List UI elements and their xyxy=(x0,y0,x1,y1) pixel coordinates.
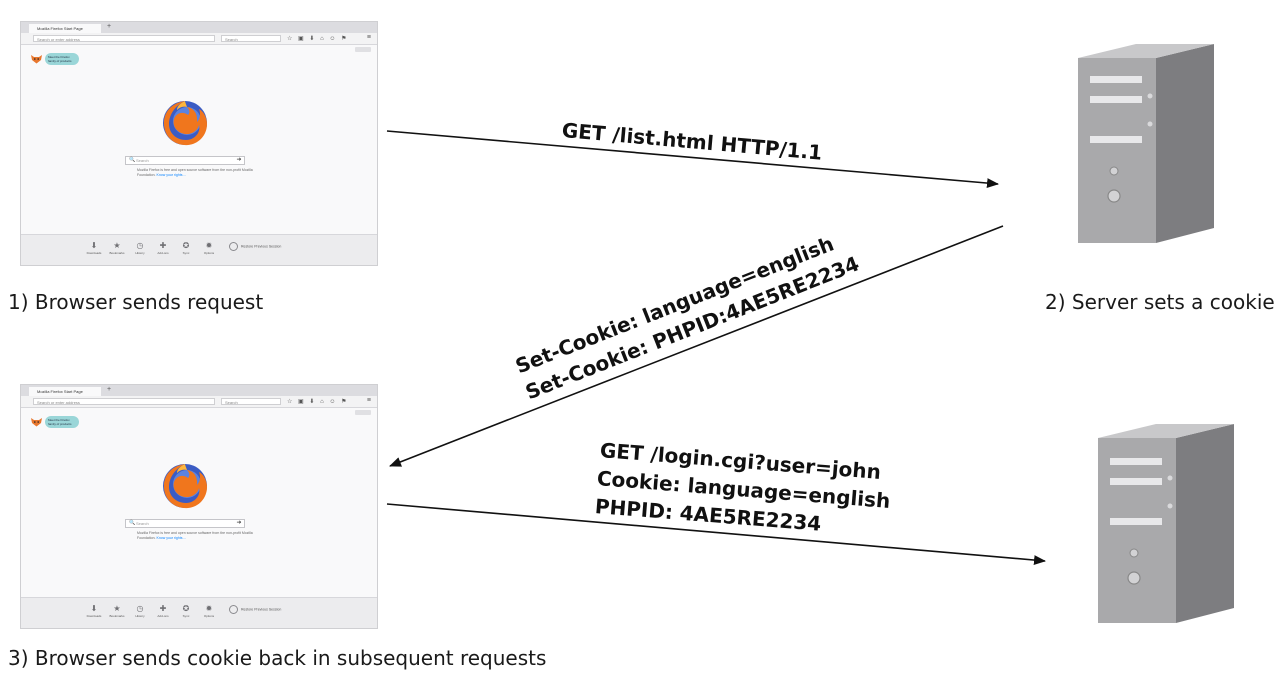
puzzle-icon: ✚ xyxy=(159,241,167,250)
arrow-request-2 xyxy=(386,503,1046,566)
gear-icon: ✹ xyxy=(205,241,213,250)
launcher-history-button[interactable]: ◷History xyxy=(129,241,151,255)
page-search-placeholder: Search xyxy=(136,158,149,163)
arrow-request-1 xyxy=(386,130,999,189)
search-icon: 🔍 xyxy=(129,520,136,526)
launcher-item-label: Add-ons xyxy=(157,251,169,255)
clock-icon: ◷ xyxy=(136,604,144,613)
tab-bar: Mozilla Firefox Start Page + xyxy=(21,22,377,33)
launcher-item-label: Bookmarks xyxy=(109,251,125,255)
url-bar[interactable]: Search or enter address xyxy=(33,35,215,42)
tab-bar: Mozilla Firefox Start Page + xyxy=(21,385,377,396)
nav-toolbar: Search or enter address Search ☆ ▣ ⬇ ⌂ ☺… xyxy=(21,33,377,45)
sync-icon: ✪ xyxy=(182,604,190,613)
launcher-item-label: Downloads xyxy=(86,251,102,255)
launcher-item-label: Bookmarks xyxy=(109,614,125,618)
browser-screenshot-bottom: Mozilla Firefox Start Page + Search or e… xyxy=(20,384,378,629)
toolbar-icons[interactable]: ☆ ▣ ⬇ ⌂ ☺ ⚑ xyxy=(287,399,349,405)
page-search-input[interactable]: 🔍 Search xyxy=(125,519,245,528)
launcher-history-button[interactable]: ◷History xyxy=(129,604,151,618)
server-bottom xyxy=(1098,424,1234,623)
browser-tab[interactable]: Mozilla Firefox Start Page xyxy=(29,24,101,33)
toolbar-search-input[interactable]: Search xyxy=(221,35,281,42)
restore-label: Restore Previous Session xyxy=(241,607,282,612)
star-icon: ★ xyxy=(113,241,121,250)
settings-gear-icon[interactable] xyxy=(355,47,371,52)
firefox-logo-icon xyxy=(163,464,207,509)
launcher-footer: ⬇Downloads ★Bookmarks ◷History ✚Add-ons … xyxy=(21,234,377,265)
caption-browser-sends-request: 1) Browser sends request xyxy=(8,290,264,314)
about-description: Mozilla Firefox is free and open source … xyxy=(137,168,253,177)
browser-screenshot-top: Mozilla Firefox Start Page + Search or e… xyxy=(20,21,378,266)
browser-tab[interactable]: Mozilla Firefox Start Page xyxy=(29,387,101,396)
puzzle-icon: ✚ xyxy=(159,604,167,613)
launcher-item-label: Sync xyxy=(182,251,190,255)
fox-head-icon xyxy=(31,418,42,427)
launcher-item-label: Downloads xyxy=(86,614,102,618)
launcher-item-label: Add-ons xyxy=(157,614,169,618)
search-go-arrow-icon[interactable]: ➜ xyxy=(236,520,242,526)
clock-icon: ◷ xyxy=(136,241,144,250)
launcher-footer: ⬇Downloads ★Bookmarks ◷History ✚Add-ons … xyxy=(21,597,377,628)
sync-icon: ✪ xyxy=(182,241,190,250)
restore-session-button[interactable]: Restore Previous Session xyxy=(229,242,281,251)
restore-icon xyxy=(229,605,238,614)
toolbar-search-input[interactable]: Search xyxy=(221,398,281,405)
launcher-sync-button[interactable]: ✪Sync xyxy=(175,241,197,255)
about-rights-link[interactable]: Know your rights… xyxy=(156,536,187,540)
menu-icon[interactable]: ≡ xyxy=(366,34,371,41)
server-top xyxy=(1078,44,1214,243)
launcher-add-ons-button[interactable]: ✚Add-ons xyxy=(152,241,174,255)
search-icon: 🔍 xyxy=(129,157,136,163)
launcher-downloads-button[interactable]: ⬇Downloads xyxy=(83,241,105,255)
nav-toolbar: Search or enter address Search ☆ ▣ ⬇ ⌂ ☺… xyxy=(21,396,377,408)
download-icon: ⬇ xyxy=(90,241,98,250)
caption-browser-sends-cookie-back: 3) Browser sends cookie back in subseque… xyxy=(8,646,547,670)
gear-icon: ✹ xyxy=(205,604,213,613)
page-search-placeholder: Search xyxy=(136,521,149,526)
toolbar-icons[interactable]: ☆ ▣ ⬇ ⌂ ☺ ⚑ xyxy=(287,36,349,42)
launcher-options-button[interactable]: ✹Options xyxy=(198,241,220,255)
page-search-input[interactable]: 🔍 Search xyxy=(125,156,245,165)
download-icon: ⬇ xyxy=(90,604,98,613)
new-tab-icon[interactable]: + xyxy=(107,23,112,30)
restore-session-button[interactable]: Restore Previous Session xyxy=(229,605,281,614)
about-description: Mozilla Firefox is free and open source … xyxy=(137,531,253,540)
star-icon: ★ xyxy=(113,604,121,613)
about-rights-link[interactable]: Know your rights… xyxy=(156,173,187,177)
launcher-bookmarks-button[interactable]: ★Bookmarks xyxy=(106,241,128,255)
fox-head-icon xyxy=(31,55,42,64)
launcher-sync-button[interactable]: ✪Sync xyxy=(175,604,197,618)
launcher-options-button[interactable]: ✹Options xyxy=(198,604,220,618)
settings-gear-icon[interactable] xyxy=(355,410,371,415)
menu-icon[interactable]: ≡ xyxy=(366,397,371,404)
launcher-bookmarks-button[interactable]: ★Bookmarks xyxy=(106,604,128,618)
launcher-item-label: History xyxy=(135,614,145,618)
restore-icon xyxy=(229,242,238,251)
browser-window: Mozilla Firefox Start Page + Search or e… xyxy=(20,21,378,266)
launcher-item-label: Options xyxy=(203,251,215,255)
snippet-bubble[interactable]: Meet the Firefox family of products xyxy=(45,416,79,428)
about-text: Mozilla Firefox is free and open source … xyxy=(137,531,257,541)
launcher-item-label: History xyxy=(135,251,145,255)
snippet-bubble[interactable]: Meet the Firefox family of products xyxy=(45,53,79,65)
search-go-arrow-icon[interactable]: ➜ xyxy=(236,157,242,163)
browser-window: Mozilla Firefox Start Page + Search or e… xyxy=(20,384,378,629)
arrow-response xyxy=(389,225,1004,467)
launcher-downloads-button[interactable]: ⬇Downloads xyxy=(83,604,105,618)
launcher-item-label: Options xyxy=(203,614,215,618)
launcher-add-ons-button[interactable]: ✚Add-ons xyxy=(152,604,174,618)
caption-server-sets-cookie: 2) Server sets a cookie xyxy=(1045,290,1275,314)
restore-label: Restore Previous Session xyxy=(241,244,282,249)
new-tab-icon[interactable]: + xyxy=(107,386,112,393)
launcher-item-label: Sync xyxy=(182,614,190,618)
url-bar[interactable]: Search or enter address xyxy=(33,398,215,405)
firefox-logo-icon xyxy=(163,101,207,146)
about-text: Mozilla Firefox is free and open source … xyxy=(137,168,257,178)
